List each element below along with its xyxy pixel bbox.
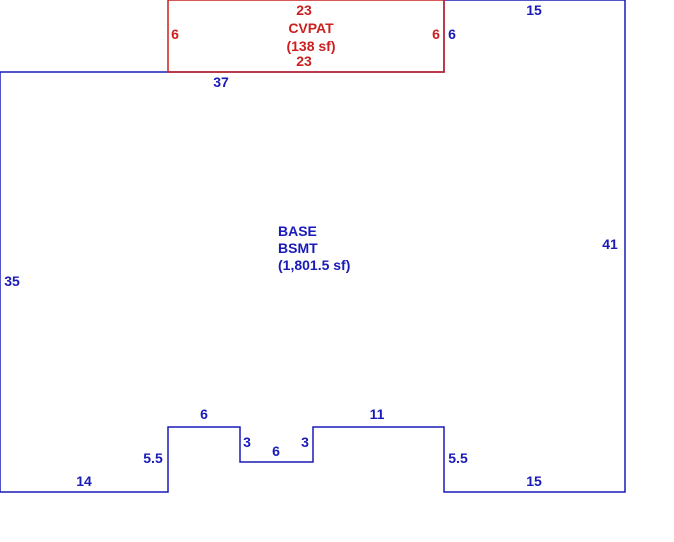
base-dim-notch-inner-right: 3 bbox=[301, 434, 309, 450]
base-dim-top-left: 37 bbox=[213, 74, 229, 90]
base-dim-notch-inner-left: 3 bbox=[243, 434, 251, 450]
base-dim-notch-right-top: 11 bbox=[370, 406, 385, 422]
base-dim-notch-left-rise: 5.5 bbox=[143, 450, 163, 466]
cvpat-label: CVPAT bbox=[288, 20, 334, 36]
cvpat-outline bbox=[167, 0, 445, 73]
base-dim-notch-inner-bottom: 6 bbox=[272, 443, 280, 459]
cvpat-dim-top: 23 bbox=[296, 2, 312, 18]
base-dim-right: 41 bbox=[602, 236, 618, 252]
cvpat-area: (138 sf) bbox=[286, 38, 335, 54]
base-dim-notch-left-top: 6 bbox=[200, 406, 208, 422]
base-area: (1,801.5 sf) bbox=[278, 257, 350, 273]
base-dim-top-right: 15 bbox=[526, 2, 542, 18]
base-dim-bottom-right: 15 bbox=[526, 473, 542, 489]
base-sublabel: BSMT bbox=[278, 240, 318, 256]
base-dim-left: 35 bbox=[4, 273, 20, 289]
base-dim-bottom-left: 14 bbox=[76, 473, 92, 489]
base-dim-cvpat-side: 6 bbox=[448, 26, 456, 42]
base-label: BASE bbox=[278, 223, 317, 239]
base-dim-notch-right-rise: 5.5 bbox=[448, 450, 468, 466]
cvpat-dim-bottom: 23 bbox=[296, 53, 312, 69]
cvpat-dim-right: 6 bbox=[432, 26, 440, 42]
cvpat-dim-left: 6 bbox=[171, 26, 179, 42]
